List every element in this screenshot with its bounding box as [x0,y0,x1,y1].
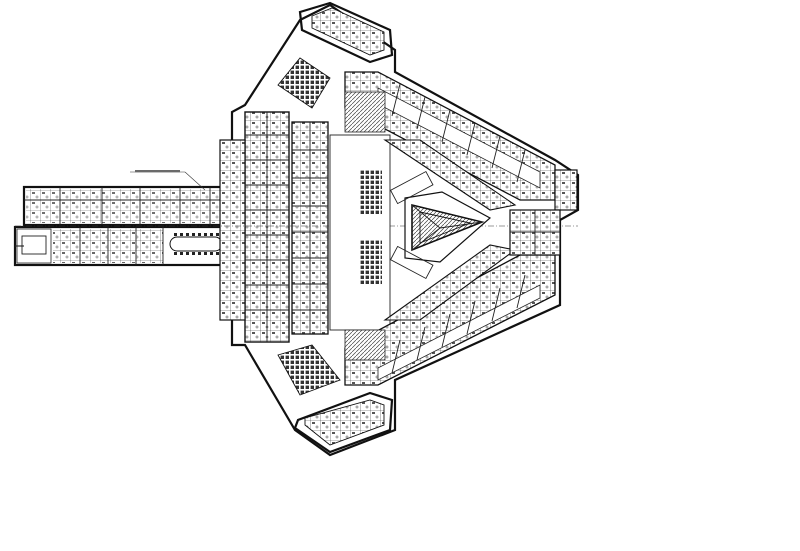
left-wing-upper-rooms [26,189,234,223]
north-auditorium [311,7,385,56]
south-arm [277,244,556,454]
west-annex-column [219,139,246,321]
central-hall [329,134,391,331]
south-auditorium [304,399,385,446]
south-seating-block [277,344,341,396]
hall-seating [360,170,382,285]
east-tip [509,169,578,256]
inner-north-band [383,139,517,211]
left-wing [13,170,242,267]
triangular-atrium [389,170,492,280]
north-seating-block [277,57,331,109]
